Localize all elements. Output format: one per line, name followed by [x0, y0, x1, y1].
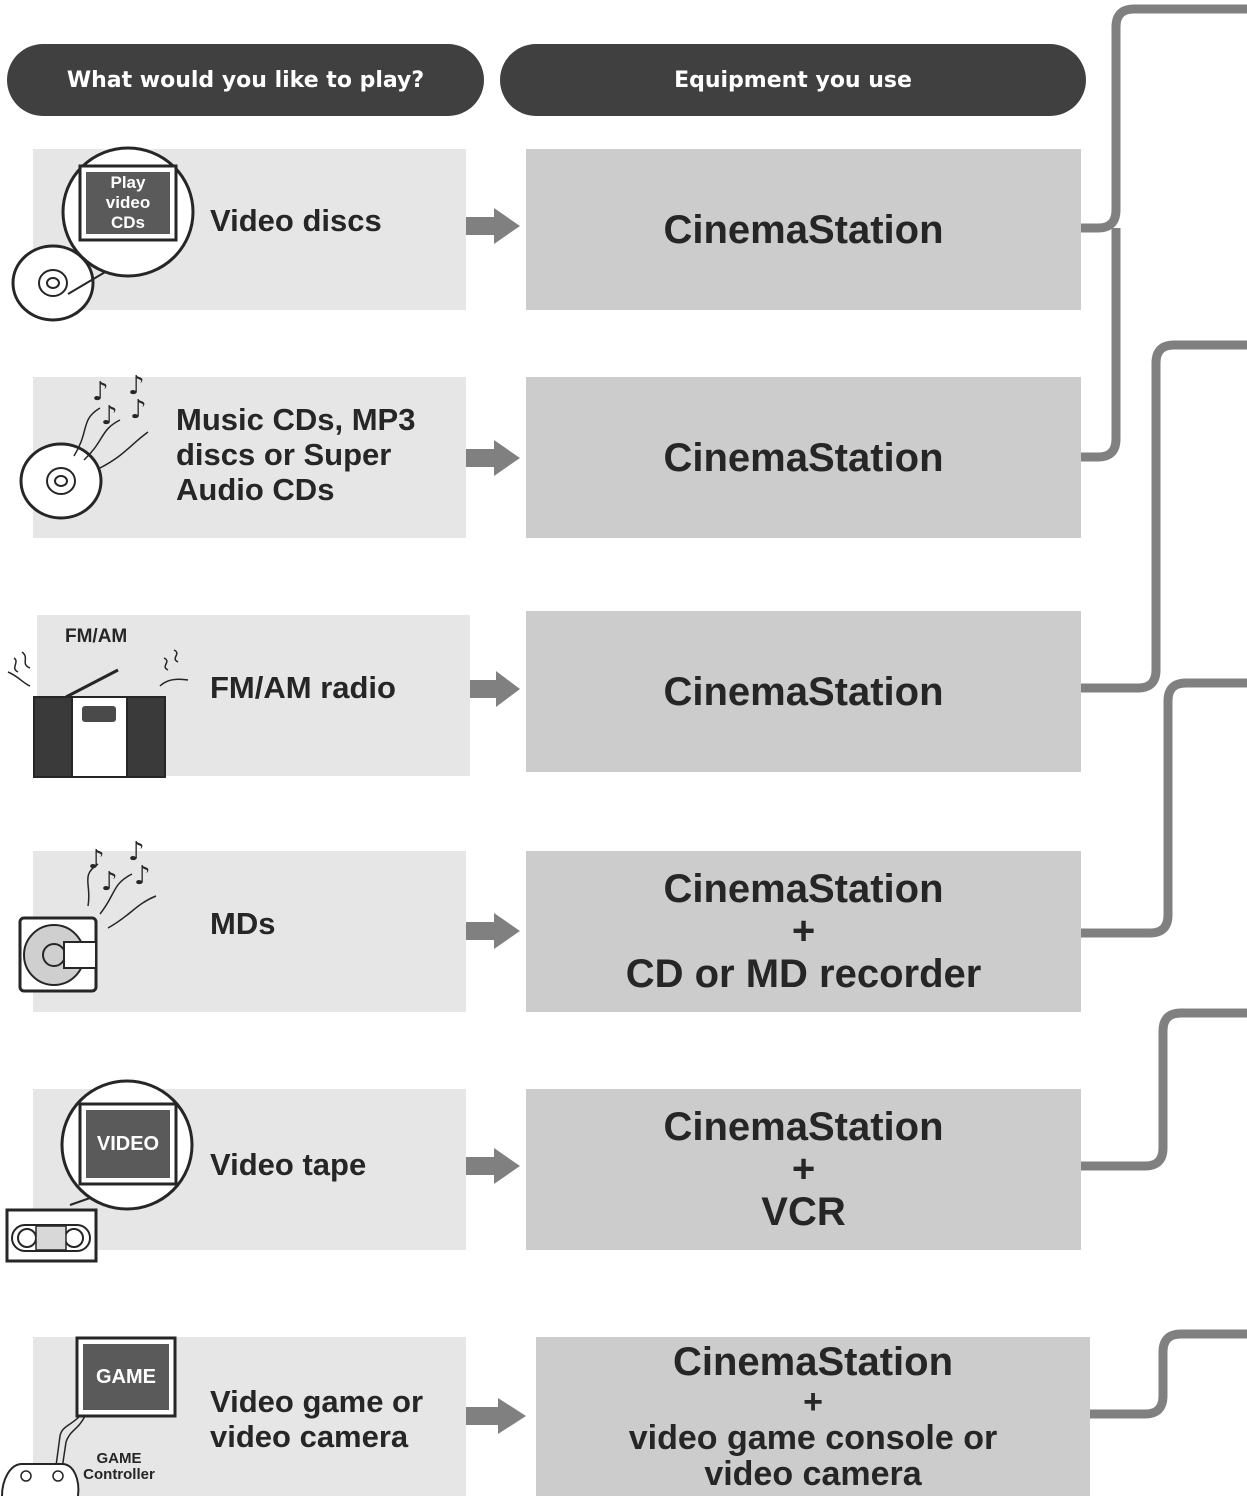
- header-equipment: Equipment you use: [500, 44, 1086, 116]
- svg-text:♪: ♪: [101, 401, 118, 431]
- arrow-icon: [466, 1398, 526, 1434]
- source-label-video-discs: Video discs: [210, 203, 382, 238]
- connector-row6: [1090, 1329, 1247, 1419]
- arrow-icon: [466, 208, 520, 244]
- arrow-icon: [466, 440, 520, 476]
- source-label-video-tape: Video tape: [210, 1147, 367, 1182]
- svg-text:♪: ♪: [88, 845, 105, 875]
- source-label-video-game: Video game or video camera: [210, 1384, 424, 1455]
- connector-row5: [1081, 1008, 1247, 1171]
- music-disc-icon: ♪♪ ♪♪: [19, 371, 149, 520]
- equipment-box-row1: CinemaStation: [526, 149, 1081, 310]
- equipment-box-row6: CinemaStation + video game console or vi…: [536, 1337, 1090, 1496]
- radio-icon: [7, 649, 189, 778]
- source-label-radio: FM/AM radio: [210, 670, 396, 705]
- equipment-box-row4: CinemaStation + CD or MD recorder: [526, 851, 1081, 1012]
- game-icon: [1, 1336, 177, 1496]
- video-icon-label: VIDEO: [96, 1133, 160, 1155]
- svg-text:♪: ♪: [92, 377, 109, 407]
- connector-row4: [1081, 678, 1247, 938]
- equipment-box-row2: CinemaStation: [526, 377, 1081, 538]
- arrow-icon: [470, 671, 520, 707]
- equipment-box-row3: CinemaStation: [526, 611, 1081, 772]
- arrow-icon: [466, 1148, 520, 1184]
- connector-row3: [1081, 340, 1247, 693]
- svg-text:♪: ♪: [130, 395, 147, 425]
- game-controller-label: GAME Controller: [83, 1450, 155, 1483]
- fm-am-icon-label: FM/AM: [65, 626, 128, 647]
- svg-text:♪: ♪: [128, 371, 145, 401]
- md-icon: ♪♪ ♪♪: [18, 837, 157, 993]
- video-disc-icon: [11, 146, 195, 322]
- source-label-music-cds: Music CDs, MP3 discs or Super Audio CDs: [176, 402, 416, 508]
- connector-row2: [1081, 228, 1121, 462]
- svg-text:♪: ♪: [128, 837, 145, 867]
- game-icon-label: GAME: [96, 1366, 156, 1388]
- equipment-box-row5: CinemaStation + VCR: [526, 1089, 1081, 1250]
- svg-text:♪: ♪: [101, 867, 118, 897]
- svg-text:♪: ♪: [134, 861, 151, 891]
- source-box-mds: [33, 851, 466, 1012]
- header-what-to-play: What would you like to play?: [7, 44, 484, 116]
- connector-row1: [1081, 4, 1247, 233]
- arrow-icon: [466, 913, 520, 949]
- play-video-cds-label: Play video CDs: [105, 173, 151, 232]
- source-box-music-cds: [33, 377, 466, 538]
- source-label-mds: MDs: [210, 906, 276, 941]
- video-tape-icon: [5, 1079, 194, 1263]
